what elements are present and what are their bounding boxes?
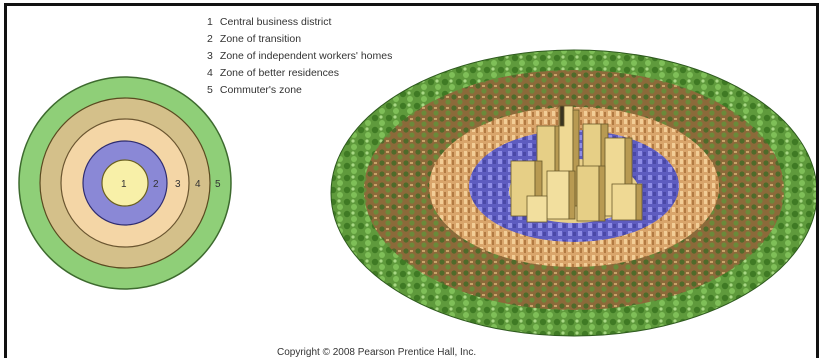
legend-item: 2 Zone of transition — [207, 31, 392, 48]
ring-label-1: 1 — [121, 179, 127, 190]
legend-item: 4 Zone of better residences — [207, 65, 392, 82]
burgess-model-illustration: 1 2 3 4 5 — [7, 6, 816, 358]
legend-item: 5 Commuter's zone — [207, 82, 392, 99]
ring-label-5: 5 — [215, 179, 221, 190]
legend-item: 1 Central business district — [207, 14, 392, 31]
ring-label-4: 4 — [195, 179, 201, 190]
zone-legend: 1 Central business district 2 Zone of tr… — [207, 14, 392, 99]
legend-item: 3 Zone of independent workers' homes — [207, 48, 392, 65]
concentric-ring-diagram: 1 2 3 4 5 — [19, 77, 231, 289]
ring-label-3: 3 — [175, 179, 181, 190]
ring-label-2: 2 — [153, 179, 159, 190]
copyright-notice: Copyright © 2008 Pearson Prentice Hall, … — [277, 347, 476, 358]
figure-frame: 1 2 3 4 5 — [4, 3, 819, 358]
city-illustration — [331, 50, 816, 336]
